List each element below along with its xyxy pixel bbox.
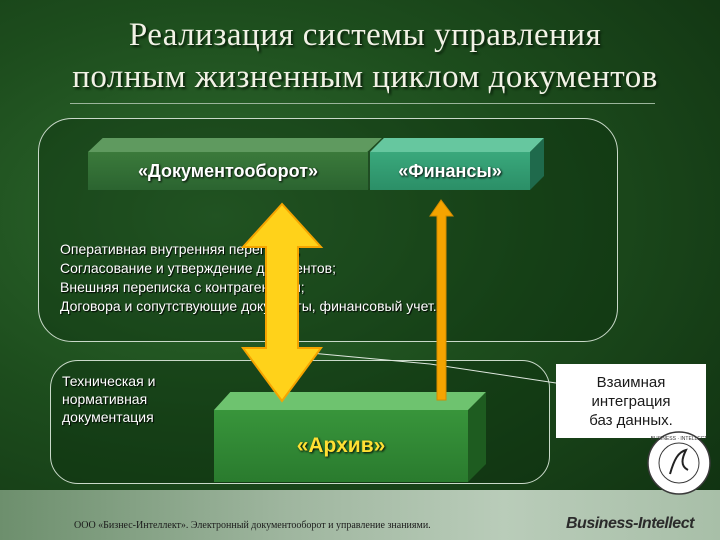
integration-callout: Взаимная интеграция баз данных. <box>556 364 706 438</box>
functions-list: Оперативная внутренняя переписка; Соглас… <box>60 240 605 316</box>
archive-module-label: «Архив» <box>214 410 468 482</box>
brand-logo-text: Business-Intellect <box>566 515 694 532</box>
archive-module-box: «Архив» <box>214 392 488 484</box>
slide-title: Реализация системы управления полным жиз… <box>20 14 710 98</box>
integration-line: баз данных. <box>589 411 673 429</box>
tech-docs-line: Техническая и <box>62 373 156 389</box>
title-line-2: полным жизненным циклом документов <box>72 59 658 95</box>
company-seal-icon: BUSINESS · INTELLECT <box>647 431 711 495</box>
footer-text: ООО «Бизнес-Интеллект». Электронный доку… <box>74 520 431 531</box>
tech-docs-line: нормативная <box>62 391 148 407</box>
list-item: Согласование и утверждение документов; <box>60 260 337 276</box>
integration-line: интеграция <box>591 392 671 410</box>
finance-module-box: «Финансы» <box>370 138 546 192</box>
footer-bar <box>0 490 720 540</box>
title-line-1: Реализация системы управления <box>128 17 602 53</box>
title-divider <box>70 103 655 104</box>
integration-line: Взаимная <box>596 373 666 391</box>
tech-docs-line: документация <box>62 409 154 425</box>
finance-module-label: «Финансы» <box>370 152 530 190</box>
documents-module-box: «Документооборот» <box>88 138 384 192</box>
list-item: Договора и сопутствующие документы, фина… <box>60 298 437 314</box>
list-item: Внешняя переписка с контрагентами; <box>60 279 305 295</box>
technical-documentation-label: Техническая и нормативная документация <box>62 372 202 426</box>
svg-text:BUSINESS · INTELLECT: BUSINESS · INTELLECT <box>651 436 708 442</box>
list-item: Оперативная внутренняя переписка; <box>60 241 301 257</box>
documents-module-label: «Документооборот» <box>88 152 368 190</box>
